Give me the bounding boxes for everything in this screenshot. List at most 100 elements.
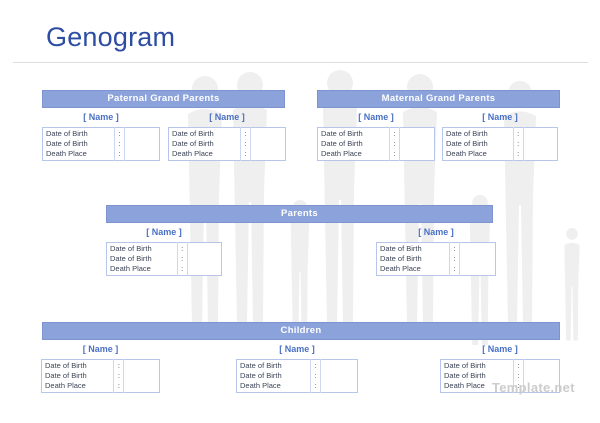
field-value-cell[interactable] (399, 139, 434, 149)
field-label: Date of Birth (446, 129, 488, 138)
section-header-parents: Parents (106, 205, 493, 223)
field-colon: : (512, 139, 524, 149)
member-fields-table: Date of Birth : Date of Birth : Death Pl… (42, 127, 160, 161)
field-value-cell[interactable] (321, 371, 358, 381)
member-card-paternal-grandfather: [ Name ] Date of Birth : Date of Birth :… (42, 111, 160, 161)
field-value-cell[interactable] (124, 371, 160, 381)
field-row: Death Place : (237, 381, 358, 393)
field-label: Date of Birth (321, 139, 363, 148)
field-row: Death Place : (107, 264, 222, 276)
field-colon: : (113, 139, 125, 149)
field-colon: : (310, 371, 322, 381)
field-colon: : (113, 371, 125, 381)
field-value-cell[interactable] (187, 243, 221, 255)
field-value-cell[interactable] (187, 254, 221, 264)
field-value-cell[interactable] (524, 360, 560, 372)
field-row: Date of Birth : (43, 127, 160, 140)
member-fields-table: Date of Birth : Date of Birth : Death Pl… (317, 127, 435, 161)
field-row: Date of Birth : (377, 242, 496, 255)
field-value-cell[interactable] (187, 264, 221, 276)
field-value-cell[interactable] (523, 139, 557, 149)
member-card-child-3: [ Name ] Date of Birth : Date of Birth :… (440, 343, 560, 393)
field-value-cell[interactable] (399, 128, 434, 140)
field-value-cell[interactable] (523, 149, 557, 161)
field-label: Death Place (110, 264, 151, 273)
field-label: Date of Birth (380, 254, 422, 263)
field-label: Date of Birth (444, 371, 486, 380)
field-label: Death Place (446, 149, 487, 158)
field-label: Date of Birth (446, 139, 488, 148)
name-placeholder[interactable]: [ Name ] (83, 112, 119, 122)
member-card-child-2: [ Name ] Date of Birth : Date of Birth :… (236, 343, 358, 393)
name-placeholder[interactable]: [ Name ] (482, 344, 518, 354)
member-card-father: [ Name ] Date of Birth : Date of Birth :… (106, 226, 222, 276)
name-placeholder[interactable]: [ Name ] (209, 112, 245, 122)
field-row: Date of Birth : (42, 371, 160, 381)
section-header-paternal-grand-parents: Paternal Grand Parents (42, 90, 285, 108)
field-row: Date of Birth : (237, 371, 358, 381)
page-title: Genogram (46, 22, 176, 52)
field-colon: : (176, 264, 188, 276)
field-row: Date of Birth : (318, 127, 435, 140)
field-value-cell[interactable] (124, 360, 160, 372)
field-colon: : (513, 359, 525, 371)
field-value-cell[interactable] (250, 128, 285, 140)
field-colon: : (239, 127, 251, 139)
field-label: Date of Birth (110, 244, 152, 253)
field-value-cell[interactable] (124, 128, 159, 140)
field-value-cell[interactable] (250, 139, 285, 149)
field-value-cell[interactable] (124, 381, 160, 393)
field-value-cell[interactable] (523, 128, 557, 140)
field-row: Date of Birth : (107, 254, 222, 264)
field-label: Death Place (444, 381, 485, 390)
field-value-cell[interactable] (124, 149, 159, 161)
field-value-cell[interactable] (124, 139, 159, 149)
field-colon: : (239, 139, 251, 149)
member-fields-table: Date of Birth : Date of Birth : Death Pl… (41, 359, 160, 393)
section-header-children: Children (42, 322, 560, 340)
name-placeholder[interactable]: [ Name ] (146, 227, 182, 237)
field-row: Date of Birth : (42, 359, 160, 372)
member-card-mother: [ Name ] Date of Birth : Date of Birth :… (376, 226, 496, 276)
field-value-cell[interactable] (321, 381, 358, 393)
name-placeholder[interactable]: [ Name ] (358, 112, 394, 122)
field-colon: : (239, 149, 251, 161)
member-card-child-1: [ Name ] Date of Birth : Date of Birth :… (41, 343, 160, 393)
field-label: Death Place (46, 149, 87, 158)
field-row: Date of Birth : (443, 139, 558, 149)
field-value-cell[interactable] (460, 264, 496, 276)
adult-silhouette (233, 72, 267, 324)
field-value-cell[interactable] (460, 254, 496, 264)
adult-silhouette (323, 70, 357, 325)
member-fields-table: Date of Birth : Date of Birth : Death Pl… (440, 359, 560, 393)
field-label: Death Place (321, 149, 362, 158)
field-colon: : (512, 149, 524, 161)
field-label: Date of Birth (380, 244, 422, 253)
field-colon: : (449, 264, 461, 276)
field-label: Date of Birth (240, 371, 282, 380)
field-colon: : (113, 381, 125, 393)
name-placeholder[interactable]: [ Name ] (82, 344, 119, 354)
field-row: Date of Birth : (377, 254, 496, 264)
section-header-maternal-grand-parents: Maternal Grand Parents (317, 90, 560, 108)
field-colon: : (113, 149, 125, 161)
name-placeholder[interactable]: [ Name ] (418, 227, 454, 237)
field-colon: : (512, 127, 524, 139)
member-fields-table: Date of Birth : Date of Birth : Death Pl… (376, 242, 496, 276)
field-colon: : (388, 127, 400, 139)
field-value-cell[interactable] (399, 149, 434, 161)
name-placeholder[interactable]: [ Name ] (482, 112, 518, 122)
field-value-cell[interactable] (460, 243, 496, 255)
field-value-cell[interactable] (321, 360, 358, 372)
field-colon: : (310, 381, 322, 393)
member-card-paternal-grandmother: [ Name ] Date of Birth : Date of Birth :… (168, 111, 286, 161)
name-placeholder[interactable]: [ Name ] (279, 344, 315, 354)
field-row: Date of Birth : (43, 139, 160, 149)
field-label: Date of Birth (46, 139, 88, 148)
field-row: Death Place : (43, 149, 160, 161)
child-silhouette (564, 228, 580, 341)
field-colon: : (513, 371, 525, 381)
field-label: Date of Birth (172, 139, 214, 148)
field-value-cell[interactable] (250, 149, 285, 161)
field-colon: : (310, 359, 322, 371)
